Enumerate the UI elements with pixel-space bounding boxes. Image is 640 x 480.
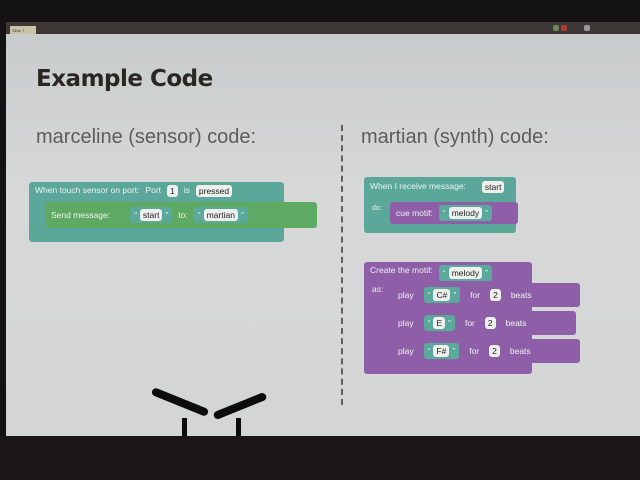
note-value[interactable]: C# — [433, 289, 451, 301]
play-note-block[interactable]: play “E” for 2 beats — [386, 311, 576, 335]
for-label: for — [464, 318, 475, 328]
window-titlebar — [6, 22, 640, 34]
for-label: for — [470, 290, 481, 300]
event-label: When I receive message: — [370, 181, 466, 191]
tray-icon[interactable] — [584, 25, 590, 31]
left-heading: marceline (sensor) code: — [36, 126, 257, 148]
play-label: play — [398, 290, 414, 300]
slide-title: Example Code — [36, 66, 213, 92]
as-label: as: — [372, 284, 384, 294]
note-string[interactable]: “E” — [423, 315, 455, 331]
play-label: play — [398, 346, 414, 356]
quote: ” — [485, 268, 488, 278]
do-label: do: — [372, 205, 382, 212]
quote: ” — [240, 210, 244, 220]
beats-label: beats — [509, 346, 531, 356]
quote: “ — [442, 208, 446, 218]
beats-label: beats — [510, 290, 532, 300]
send-label: Send message: — [51, 210, 111, 220]
motif-string[interactable]: “melody” — [438, 205, 492, 221]
target-string[interactable]: “martian” — [193, 207, 248, 223]
to-label: to: — [178, 210, 188, 220]
quote: “ — [427, 346, 431, 356]
state-dropdown[interactable]: pressed — [195, 185, 233, 197]
room-floor — [0, 436, 640, 480]
send-message-block[interactable]: Send message: “start” to: “martian” — [45, 202, 317, 228]
target-value[interactable]: martian — [203, 209, 238, 221]
window-tab[interactable]: Slide 7 — [10, 26, 36, 36]
motif-value[interactable]: melody — [448, 207, 483, 219]
play-note-block[interactable]: play “C#” for 2 beats — [386, 283, 580, 307]
note-value[interactable]: F# — [433, 345, 450, 357]
play-note-block[interactable]: play “F#” for 2 beats — [386, 339, 580, 363]
tray-icon[interactable] — [561, 25, 567, 31]
right-heading: martian (synth) code: — [361, 126, 549, 148]
quote: “ — [427, 290, 431, 300]
event-label: When touch sensor on port: — [35, 185, 140, 195]
microphone-stand — [236, 418, 241, 448]
quote: “ — [427, 318, 431, 328]
tray-icon[interactable] — [553, 25, 559, 31]
for-label: for — [469, 346, 480, 356]
motif-value[interactable]: melody — [448, 267, 483, 279]
quote: ” — [453, 290, 457, 300]
beats-value[interactable]: 2 — [484, 317, 496, 329]
beats-value[interactable]: 2 — [489, 345, 500, 357]
quote: “ — [442, 268, 446, 278]
quote: “ — [197, 210, 201, 220]
beats-value[interactable]: 2 — [490, 289, 501, 301]
create-label: Create the motif: — [370, 265, 433, 275]
microphone-stand — [182, 418, 187, 448]
port-label: Port — [145, 185, 162, 195]
motif-string[interactable]: “melody” — [438, 265, 492, 281]
is-label: is — [183, 185, 190, 195]
note-string[interactable]: “C#” — [423, 287, 461, 303]
message-value[interactable]: start — [481, 181, 505, 193]
quote: ” — [485, 208, 488, 218]
cue-label: cue motif: — [396, 208, 433, 218]
message-value[interactable]: start — [139, 209, 163, 221]
note-string[interactable]: “F#” — [423, 343, 460, 359]
quote: “ — [134, 210, 137, 220]
beats-label: beats — [505, 318, 527, 328]
message-string[interactable]: “start” — [130, 207, 173, 223]
note-value[interactable]: E — [433, 317, 446, 329]
quote: ” — [165, 210, 169, 220]
divider — [341, 125, 343, 405]
play-label: play — [398, 318, 414, 328]
quote: ” — [452, 346, 456, 356]
port-dropdown[interactable]: 1 — [167, 185, 178, 197]
quote: ” — [448, 318, 451, 328]
cue-motif-block[interactable]: cue motif: “melody” — [390, 202, 518, 224]
